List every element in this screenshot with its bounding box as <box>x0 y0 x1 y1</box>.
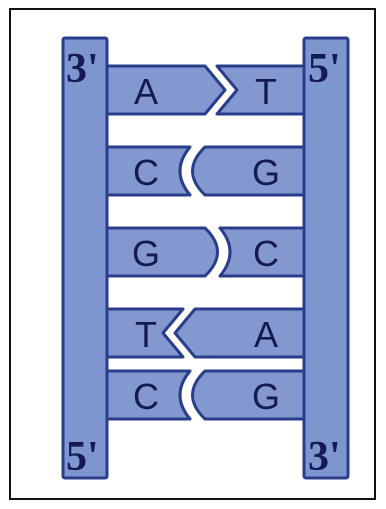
base-label-right-4: G <box>252 376 280 417</box>
base-label-right-3: A <box>254 314 278 355</box>
base-right-1 <box>191 145 306 197</box>
base-left-4 <box>105 369 192 421</box>
right-strand-bottom-label: 3' <box>308 434 341 480</box>
base-left-1 <box>105 145 192 197</box>
right-strand <box>302 36 350 480</box>
left-strand <box>61 36 109 480</box>
left-strand-bottom-label: 5' <box>66 434 99 480</box>
base-label-left-1: C <box>133 152 159 193</box>
base-label-left-4: C <box>133 376 159 417</box>
base-label-right-0: T <box>255 71 277 112</box>
right-strand-top-label: 5' <box>308 46 341 92</box>
base-right-0 <box>215 64 306 116</box>
base-left-3 <box>105 307 185 359</box>
base-label-right-2: C <box>253 233 279 274</box>
base-right-2 <box>218 226 306 278</box>
base-label-right-1: G <box>252 152 280 193</box>
base-label-left-0: A <box>134 71 158 112</box>
base-left-0 <box>105 64 227 116</box>
base-left-2 <box>105 226 219 278</box>
base-right-4 <box>191 369 306 421</box>
base-right-3 <box>173 307 306 359</box>
base-label-left-3: T <box>135 314 157 355</box>
base-label-left-2: G <box>132 233 160 274</box>
left-strand-top-label: 3' <box>66 46 99 92</box>
